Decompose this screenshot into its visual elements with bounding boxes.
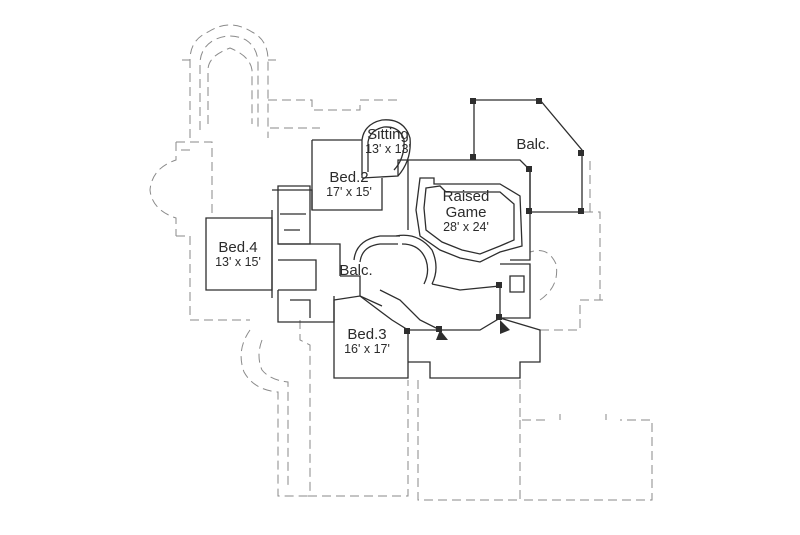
- room-name: Balc.: [339, 262, 373, 279]
- room-label-bed2: Bed.2 17' x 15': [312, 170, 386, 199]
- upper-floor-walls: [205, 99, 583, 379]
- room-label-balcony-right: Balc.: [508, 137, 558, 153]
- columns-and-posts: [404, 98, 584, 340]
- room-name-line2: Game: [445, 203, 487, 221]
- room-dimensions: 17' x 15': [326, 184, 372, 199]
- room-dimensions: 16' x 17': [344, 341, 390, 356]
- room-name: Bed.3: [347, 326, 387, 343]
- room-name: Bed.4: [218, 239, 258, 256]
- room-dimensions: 13' x 13': [365, 141, 411, 156]
- room-label-bed4: Bed.4 13' x 15': [204, 240, 272, 269]
- room-label-balcony-center: Balc.: [331, 263, 381, 279]
- room-name: Sitting: [367, 126, 409, 143]
- room-label-sitting: Sitting 13' x 13': [358, 127, 418, 156]
- room-name: Balc.: [516, 136, 550, 153]
- room-name: Raised: [442, 188, 490, 205]
- room-dimensions: 13' x 15': [215, 254, 261, 269]
- room-name: Bed.2: [329, 169, 369, 186]
- lower-floor-outline: [149, 24, 653, 501]
- room-label-raised-game: Raised Game 28' x 24': [426, 189, 506, 234]
- room-dimensions: 28' x 24': [443, 219, 489, 234]
- room-label-bed3: Bed.3 16' x 17': [334, 327, 400, 356]
